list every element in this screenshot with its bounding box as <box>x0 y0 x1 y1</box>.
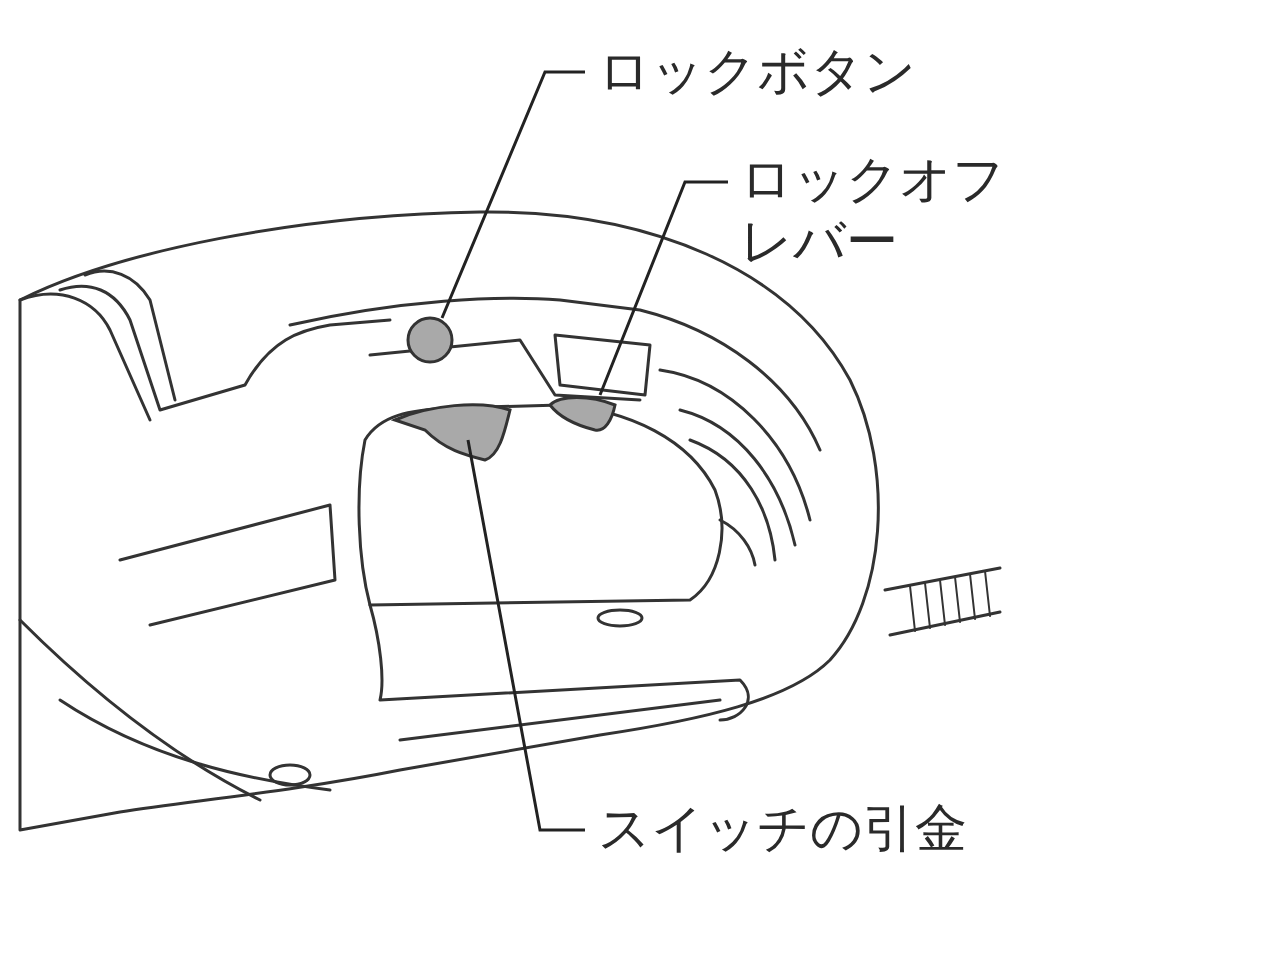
body-line <box>120 505 335 625</box>
body-line <box>60 700 330 790</box>
vent <box>720 520 755 565</box>
vent <box>660 370 810 520</box>
switch-trigger <box>395 405 510 460</box>
body-line <box>20 620 260 800</box>
part-label: スイッチの引金 <box>598 797 967 859</box>
grip-opening <box>359 405 722 605</box>
hole <box>598 610 642 626</box>
cable-ribs <box>910 571 990 631</box>
lock-button <box>408 318 452 362</box>
leader-line <box>468 440 585 830</box>
part-label: ロックオフ レバー <box>740 148 1031 273</box>
screw <box>270 765 310 785</box>
front-grip-inner <box>60 286 390 410</box>
leader-line <box>442 72 585 318</box>
vent <box>680 410 795 545</box>
part-label: ロックボタン <box>598 40 916 102</box>
panel-line <box>85 271 175 400</box>
cable <box>885 568 1000 635</box>
leader-line <box>600 182 728 395</box>
body-line <box>400 700 720 740</box>
front-grip <box>20 294 150 420</box>
lock-off-lever <box>550 398 615 431</box>
vent <box>690 440 775 560</box>
